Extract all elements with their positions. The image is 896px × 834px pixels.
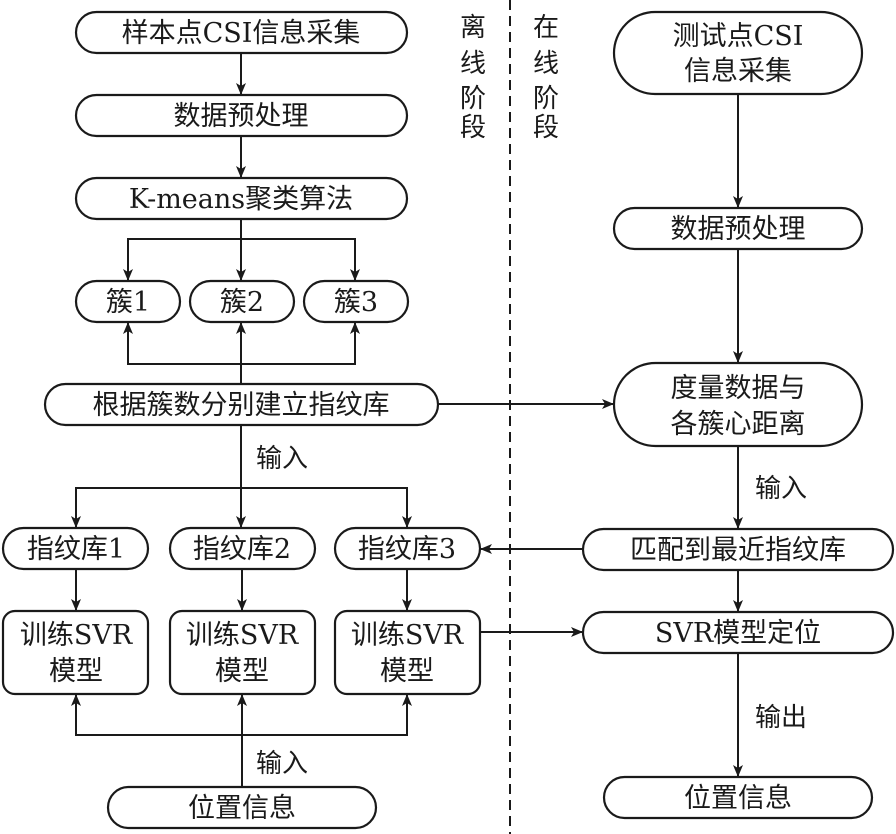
match-nearest-db-node: 匹配到最近指纹库 <box>581 527 895 572</box>
online-stage-char: 段 <box>533 113 559 143</box>
node-label: 指纹库2 <box>193 534 291 565</box>
node-label: 信息采集 <box>684 56 792 87</box>
cluster-2-node: 簇2 <box>188 279 296 324</box>
output-label: 输出 <box>755 703 807 733</box>
measure-distance-node: 度量数据与 各簇心距离 <box>612 361 864 448</box>
online-stage-char: 线 <box>533 49 559 79</box>
branch-connector <box>75 712 408 736</box>
svr-locate-node: SVR模型定位 <box>581 610 895 655</box>
offline-stage-char: 段 <box>460 113 486 143</box>
node-label: 指纹库3 <box>358 534 456 565</box>
offline-stage-char: 离 <box>460 13 486 43</box>
input-label: 输入 <box>256 749 308 779</box>
build-fingerprint-db-node: 根据簇数分别建立指纹库 <box>43 382 440 427</box>
train-svr-1-node: 训练SVR 模型 <box>1 609 150 696</box>
input-label: 输入 <box>256 444 308 474</box>
online-stage-char: 阶 <box>533 84 559 114</box>
node-label: SVR模型定位 <box>655 618 821 649</box>
node-label: 度量数据与 <box>671 373 806 404</box>
node-label: 位置信息 <box>684 783 792 814</box>
train-svr-2-node: 训练SVR 模型 <box>168 609 317 696</box>
offline-stage-label: 离 线 阶 段 <box>460 13 486 143</box>
node-label: 指纹库1 <box>27 534 125 565</box>
online-position-info-node: 位置信息 <box>602 775 874 820</box>
node-label: 模型 <box>49 656 103 687</box>
offline-collect-node: 样本点CSI信息采集 <box>74 10 409 55</box>
node-label: 根据簇数分别建立指纹库 <box>93 390 390 421</box>
train-svr-3-node: 训练SVR 模型 <box>333 609 482 696</box>
input-label: 输入 <box>755 474 807 504</box>
node-label: 匹配到最近指纹库 <box>630 535 846 566</box>
branch-connector <box>127 238 356 280</box>
node-label: 训练SVR <box>351 620 464 651</box>
node-label: 簇2 <box>220 287 264 318</box>
node-label: 数据预处理 <box>671 214 806 245</box>
online-preprocess-node: 数据预处理 <box>612 206 864 251</box>
fingerprint-db-1-node: 指纹库1 <box>1 526 150 571</box>
node-label: 模型 <box>215 656 269 687</box>
online-stage-label: 在 线 阶 段 <box>533 13 559 143</box>
branch-connector <box>127 340 356 365</box>
node-label: 样本点CSI信息采集 <box>122 18 361 49</box>
node-label: 簇1 <box>106 287 150 318</box>
online-stage-char: 在 <box>533 13 559 43</box>
node-label: K-means聚类算法 <box>129 184 353 215</box>
cluster-1-node: 簇1 <box>74 279 182 324</box>
node-label: 测试点CSI <box>673 21 804 52</box>
node-label: 各簇心距离 <box>671 409 806 440</box>
cluster-3-node: 簇3 <box>302 279 410 324</box>
node-label: 训练SVR <box>20 620 133 651</box>
node-label: 位置信息 <box>188 793 296 824</box>
online-collect-node: 测试点CSI 信息采集 <box>612 10 864 96</box>
node-label: 模型 <box>380 656 434 687</box>
fingerprint-db-3-node: 指纹库3 <box>333 526 482 571</box>
offline-position-info-node: 位置信息 <box>106 785 378 830</box>
kmeans-node: K-means聚类算法 <box>74 176 409 221</box>
offline-preprocess-node: 数据预处理 <box>74 93 409 138</box>
offline-stage-char: 线 <box>460 49 486 79</box>
node-label: 训练SVR <box>186 620 299 651</box>
fingerprint-db-2-node: 指纹库2 <box>168 526 317 571</box>
node-label: 簇3 <box>334 287 378 318</box>
node-label: 数据预处理 <box>174 101 309 132</box>
offline-stage-char: 阶 <box>460 84 486 114</box>
